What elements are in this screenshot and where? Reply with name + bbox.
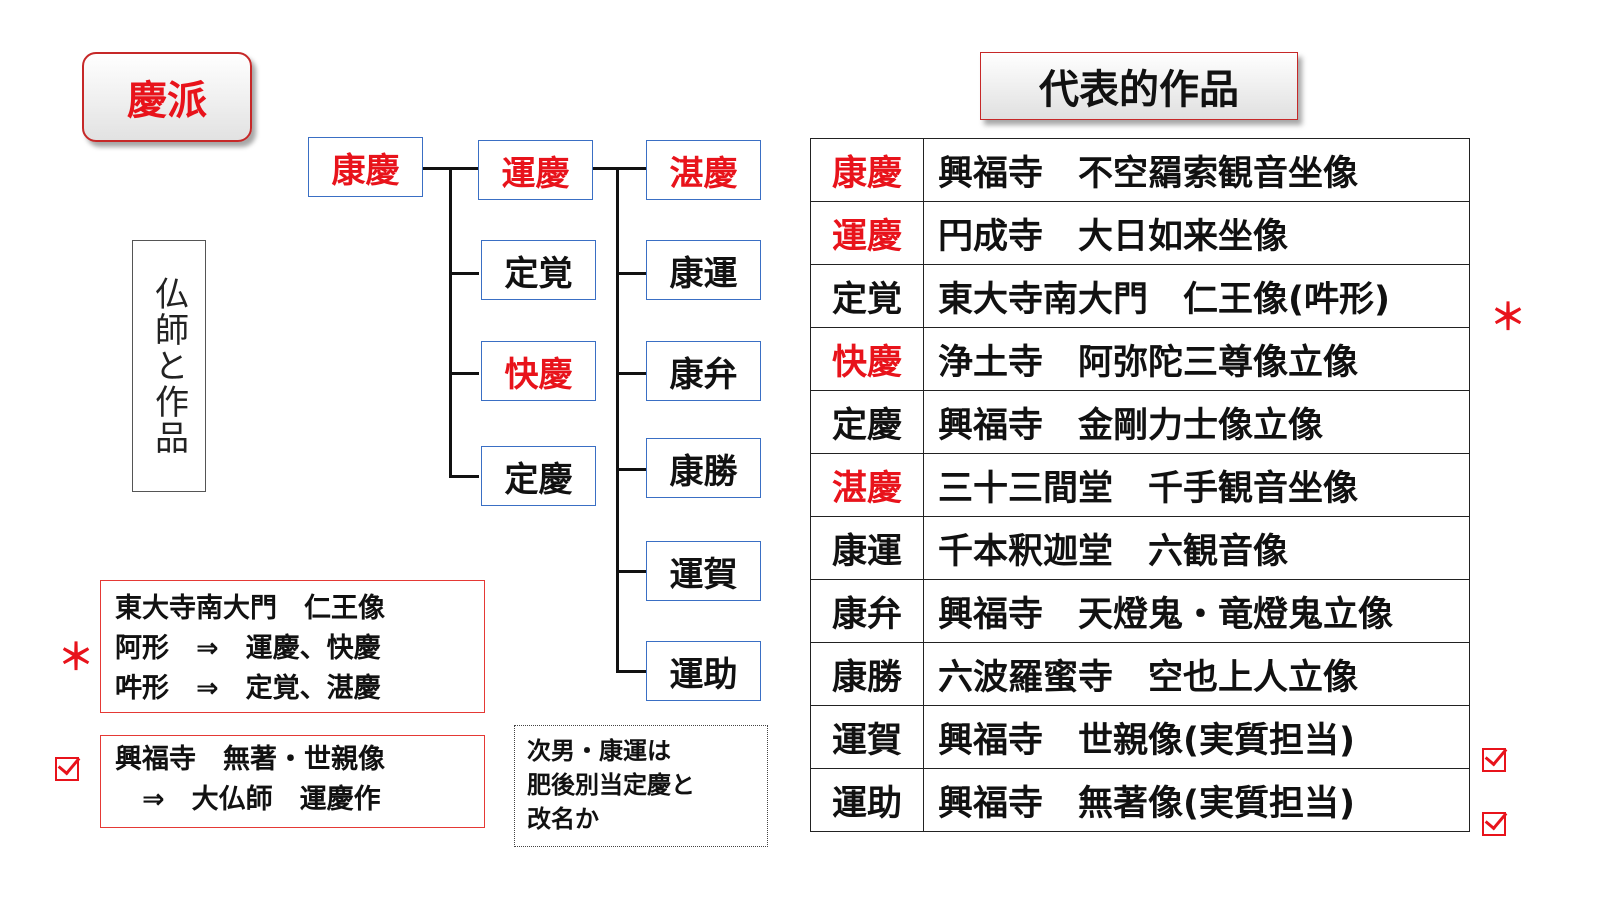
checkbox-icon — [55, 757, 79, 781]
checkbox-icon — [1482, 748, 1506, 772]
sculptor-name: 運賀 — [810, 705, 924, 769]
works-heading-text: 代表的作品 — [1039, 67, 1239, 113]
note-koun-line: 改名か — [527, 805, 599, 833]
work-title: 円成寺 大日如来坐像 — [923, 201, 1470, 265]
note-nio: 東大寺南大門 仁王像 阿形 ⇒ 運慶、快慶 吽形 ⇒ 定覚、湛慶 — [100, 580, 485, 713]
table-row: 運慶円成寺 大日如来坐像 — [810, 201, 1470, 265]
work-title: 六波羅蜜寺 空也上人立像 — [923, 642, 1470, 706]
works-heading: 代表的作品 — [980, 52, 1298, 120]
asterisk-marker: ＊ — [58, 637, 95, 678]
work-title: 興福寺 世親像(実質担当) — [923, 705, 1470, 769]
node-gen2-3: 定慶 — [481, 446, 596, 506]
node-label: 運助 — [669, 654, 738, 695]
side-label: 仏師と作品 — [148, 276, 189, 456]
note-kofukuji: 興福寺 無著・世親像 ⇒ 大仏師 運慶作 — [100, 735, 485, 828]
node-label: 湛慶 — [669, 153, 738, 194]
works-table: 康慶興福寺 不空羂索観音坐像運慶円成寺 大日如来坐像定覚東大寺南大門 仁王像(吽… — [810, 138, 1470, 832]
node-gen3-1: 康運 — [646, 240, 761, 300]
note-nio-line: 吽形 ⇒ 定覚、湛慶 — [115, 673, 381, 704]
sculptor-name: 運慶 — [810, 201, 924, 265]
sculptor-name: 湛慶 — [810, 453, 924, 517]
work-title: 興福寺 無著像(実質担当) — [923, 768, 1470, 832]
node-label: 康勝 — [669, 451, 738, 492]
work-title: 三十三間堂 千手観音坐像 — [923, 453, 1470, 517]
node-gen2-0: 運慶 — [478, 140, 593, 200]
sculptor-name: 康弁 — [810, 579, 924, 643]
node-label: 運賀 — [669, 554, 738, 595]
sculptor-name: 定覚 — [810, 264, 924, 328]
work-title: 興福寺 金剛力士像立像 — [923, 390, 1470, 454]
work-title: 興福寺 天燈鬼・竜燈鬼立像 — [923, 579, 1470, 643]
sculptor-name: 定慶 — [810, 390, 924, 454]
note-kofukuji-line: 興福寺 無著・世親像 — [115, 744, 385, 775]
table-row: 康勝六波羅蜜寺 空也上人立像 — [810, 642, 1470, 706]
sculptor-name: 康勝 — [810, 642, 924, 706]
node-label: 快慶 — [504, 354, 573, 395]
node-gen3-3: 康勝 — [646, 438, 761, 498]
node-root-label: 康慶 — [331, 150, 400, 191]
table-row: 湛慶三十三間堂 千手観音坐像 — [810, 453, 1470, 517]
table-row: 快慶浄土寺 阿弥陀三尊像立像 — [810, 327, 1470, 391]
title-text: 慶派 — [127, 78, 207, 124]
title-badge: 慶派 — [82, 52, 252, 142]
table-row: 康慶興福寺 不空羂索観音坐像 — [810, 138, 1470, 202]
sculptor-name: 運助 — [810, 768, 924, 832]
table-row: 運賀興福寺 世親像(実質担当) — [810, 705, 1470, 769]
note-kofukuji-line: ⇒ 大仏師 運慶作 — [115, 784, 381, 815]
sculptor-name: 康慶 — [810, 138, 924, 202]
table-row: 定覚東大寺南大門 仁王像(吽形) — [810, 264, 1470, 328]
node-label: 康運 — [669, 253, 738, 294]
node-gen3-5: 運助 — [646, 641, 761, 701]
table-row: 定慶興福寺 金剛力士像立像 — [810, 390, 1470, 454]
table-row: 運助興福寺 無著像(実質担当) — [810, 768, 1470, 832]
sculptor-name: 康運 — [810, 516, 924, 580]
note-koun: 次男・康運は 肥後別当定慶と 改名か — [514, 725, 768, 847]
checkbox-icon — [1482, 812, 1506, 836]
asterisk-marker: ＊ — [1490, 297, 1527, 338]
node-label: 康弁 — [669, 354, 738, 395]
node-label: 定慶 — [504, 459, 573, 500]
node-root: 康慶 — [308, 137, 423, 197]
note-koun-line: 肥後別当定慶と — [527, 771, 695, 799]
note-koun-line: 次男・康運は — [527, 737, 671, 765]
work-title: 浄土寺 阿弥陀三尊像立像 — [923, 327, 1470, 391]
table-row: 康運千本釈迦堂 六観音像 — [810, 516, 1470, 580]
work-title: 興福寺 不空羂索観音坐像 — [923, 138, 1470, 202]
work-title: 東大寺南大門 仁王像(吽形) — [923, 264, 1470, 328]
work-title: 千本釈迦堂 六観音像 — [923, 516, 1470, 580]
node-label: 定覚 — [504, 253, 573, 294]
node-gen3-2: 康弁 — [646, 341, 761, 401]
note-nio-line: 東大寺南大門 仁王像 — [115, 593, 385, 624]
node-gen3-4: 運賀 — [646, 541, 761, 601]
note-nio-line: 阿形 ⇒ 運慶、快慶 — [115, 633, 381, 664]
node-gen3-0: 湛慶 — [646, 140, 761, 200]
node-label: 運慶 — [501, 153, 570, 194]
node-gen2-1: 定覚 — [481, 240, 596, 300]
table-row: 康弁興福寺 天燈鬼・竜燈鬼立像 — [810, 579, 1470, 643]
node-gen2-2: 快慶 — [481, 341, 596, 401]
sculptor-name: 快慶 — [810, 327, 924, 391]
side-label-box: 仏師と作品 — [132, 240, 206, 492]
